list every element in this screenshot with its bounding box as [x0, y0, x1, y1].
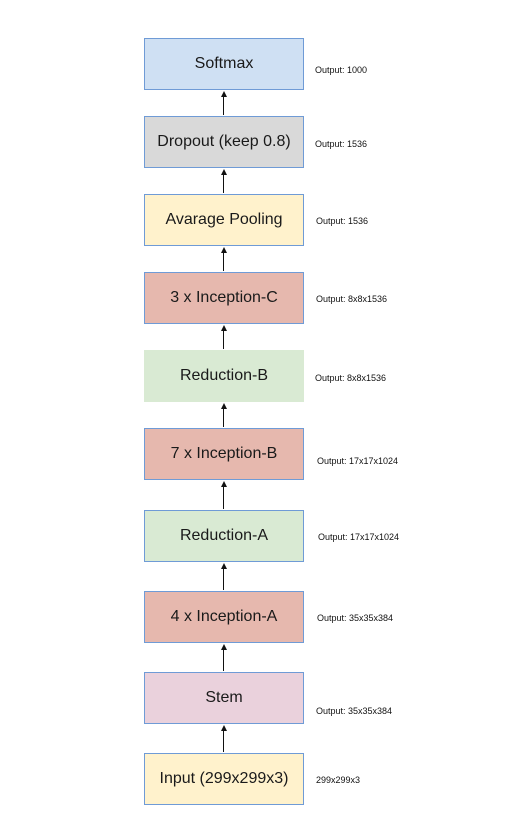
arrow-head [220, 91, 227, 97]
block-average-pooling: Avarage Pooling [144, 194, 304, 246]
arrow-shaft [223, 408, 225, 427]
arrow-head [220, 325, 227, 331]
arrow-reduction-b-to-inception-c [220, 325, 227, 349]
arrow-head [220, 403, 227, 409]
block-input: Input (299x299x3) [144, 753, 304, 805]
output-label-inception-b: Output: 17x17x1024 [317, 456, 399, 466]
output-label-input: 299x299x3 [316, 775, 361, 785]
arrow-shaft [223, 330, 225, 349]
output-label-dropout: Output: 1536 [315, 139, 368, 149]
output-label-softmax: Output: 1000 [315, 65, 368, 75]
block-inception-a: 4 x Inception-A [144, 591, 304, 643]
block-softmax: Softmax [144, 38, 304, 90]
arrow-shaft [223, 96, 225, 115]
arrow-inception-c-to-pooling [220, 247, 227, 271]
arrow-shaft [223, 252, 225, 271]
arrow-reduction-a-to-inception-b [220, 481, 227, 509]
block-reduction-a: Reduction-A [144, 510, 304, 562]
arrow-head [220, 563, 227, 569]
arrow-shaft [223, 649, 225, 671]
arrow-shaft [223, 174, 225, 193]
arrow-input-to-stem [220, 725, 227, 752]
arrow-shaft [223, 486, 225, 509]
arrow-head [220, 725, 227, 731]
block-dropout: Dropout (keep 0.8) [144, 116, 304, 168]
arrow-head [220, 247, 227, 253]
block-inception-b: 7 x Inception-B [144, 428, 304, 480]
output-label-inception-c: Output: 8x8x1536 [316, 294, 388, 304]
arrow-shaft [223, 568, 225, 590]
arrow-pooling-to-dropout [220, 169, 227, 193]
arrow-head [220, 481, 227, 487]
arrow-inception-b-to-reduction-b [220, 403, 227, 427]
arrow-shaft [223, 730, 225, 752]
block-inception-c: 3 x Inception-C [144, 272, 304, 324]
block-stem: Stem [144, 672, 304, 724]
arrow-head [220, 169, 227, 175]
arrow-head [220, 644, 227, 650]
output-label-reduction-a: Output: 17x17x1024 [318, 532, 400, 542]
arrow-stem-to-inception-a [220, 644, 227, 671]
output-label-inception-a: Output: 35x35x384 [317, 613, 394, 623]
arrow-dropout-to-softmax [220, 91, 227, 115]
output-label-average-pooling: Output: 1536 [316, 216, 369, 226]
block-reduction-b: Reduction-B [144, 350, 304, 402]
arrow-inception-a-to-reduction-a [220, 563, 227, 590]
output-label-stem: Output: 35x35x384 [316, 706, 393, 716]
output-label-reduction-b: Output: 8x8x1536 [315, 373, 387, 383]
